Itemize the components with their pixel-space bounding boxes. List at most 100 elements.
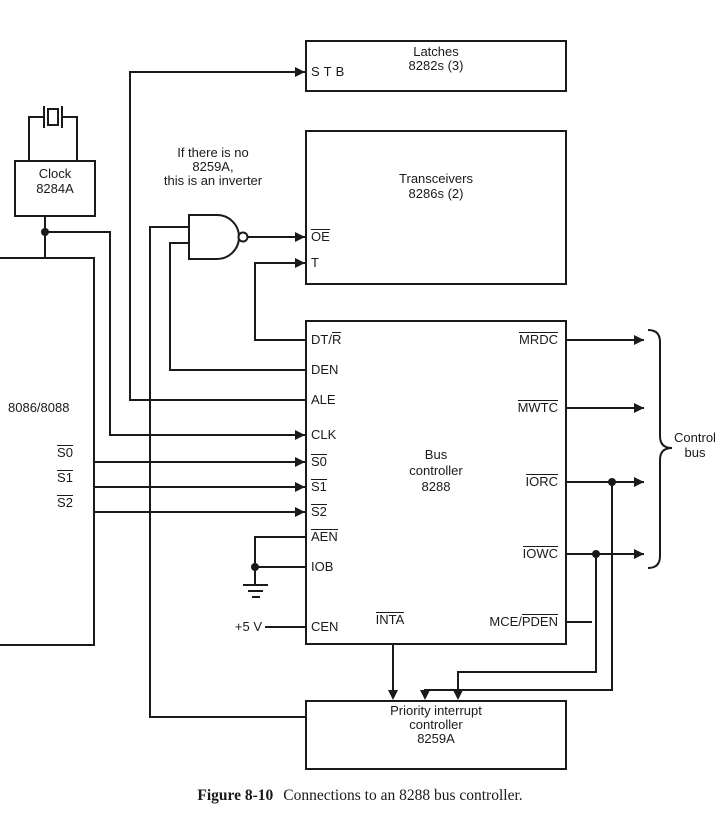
clock-title-line1: Clock <box>38 166 72 181</box>
wire-8259a-to-nand-v <box>149 226 151 718</box>
wire-ground-v <box>254 536 256 586</box>
cpu-pin-s0-over: S0 <box>57 445 73 460</box>
pin-dtr-over: R <box>331 332 342 347</box>
transceivers-title-line2: 8286s (2) <box>408 186 464 201</box>
crystal-wire-left-v <box>28 116 30 162</box>
pin-clk: CLK <box>311 427 337 442</box>
wire-clock-branch-h <box>44 231 110 233</box>
ground-icon-bar2 <box>248 590 263 592</box>
wire-clk-h <box>109 434 305 436</box>
junction-dot-clock <box>41 228 49 236</box>
arrow-into-t-icon <box>295 258 305 268</box>
wire-mce-pden-stub <box>567 621 592 623</box>
control-bus-line2: bus <box>684 445 706 460</box>
cpu-pin-s2: S2 <box>50 495 80 511</box>
wire-ale-stb-v <box>129 71 131 401</box>
wire-inta-v <box>392 645 394 692</box>
control-bus-line1: Control <box>674 430 716 445</box>
pin-s1: S1 <box>311 479 327 495</box>
wire-clock-to-cpu-v <box>44 216 46 259</box>
cpu-pin-s0: S0 <box>50 445 80 461</box>
crystal-plate-left <box>43 106 45 128</box>
arrow-into-s0-icon <box>295 457 305 467</box>
pin-pden-over: PDEN <box>521 614 558 629</box>
cpu-pin-s1-over: S1 <box>57 470 73 485</box>
arrow-iorc-down-icon <box>420 690 430 700</box>
pin-dtr: DT/R <box>311 332 342 348</box>
pin-mce-plain: MCE/ <box>489 614 522 629</box>
pin-s2: S2 <box>311 504 327 520</box>
junction-dot-iorc <box>608 478 616 486</box>
pin-oe: OE <box>311 229 330 245</box>
pin-iowc-over: IOWC <box>522 546 558 561</box>
pin-ale: ALE <box>311 392 336 407</box>
figure-number: Figure 8-10 <box>197 787 274 804</box>
junction-dot-iob <box>251 563 259 571</box>
pin-mrdc-over: MRDC <box>519 332 558 347</box>
pin-mce-pden: MCE/PDEN <box>440 614 558 630</box>
clock-box <box>14 160 96 217</box>
inverter-note-line3: this is an inverter <box>163 173 263 188</box>
wire-clk-v <box>109 231 111 436</box>
wire-aen <box>254 536 305 538</box>
wire-iorc <box>567 481 644 483</box>
wire-s1 <box>93 486 305 488</box>
wire-iowc-branch-v2 <box>457 671 459 692</box>
crystal-wire-left-h <box>28 116 43 118</box>
ground-icon-bar1 <box>243 584 268 586</box>
pin-dtr-plain: DT/ <box>311 332 332 347</box>
arrow-mwtc-icon <box>634 403 644 413</box>
pin-mrdc: MRDC <box>440 332 558 348</box>
arrow-iorc-icon <box>634 477 644 487</box>
wire-mrdc <box>567 339 644 341</box>
arrow-into-s1-icon <box>295 482 305 492</box>
clock-title: Clock 8284A <box>14 166 96 196</box>
wire-nand-output-oe <box>248 236 305 238</box>
pin-iorc: IORC <box>440 474 558 490</box>
pin-iorc-over: IORC <box>525 474 558 489</box>
arrow-mrdc-icon <box>634 335 644 345</box>
pin-s1-over: S1 <box>311 479 327 494</box>
pin-s2-over: S2 <box>311 504 327 519</box>
pin-cen: CEN <box>311 619 339 634</box>
pin-den: DEN <box>311 362 339 377</box>
pic-title-line2: controller <box>409 717 463 732</box>
cpu-label: 8086/8088 <box>8 400 70 415</box>
interrupt-controller-title: Priority interrupt controller 8259A <box>305 704 567 746</box>
ground-icon-bar3 <box>252 596 260 598</box>
transceivers-box <box>305 130 567 285</box>
plus-five-volts-label: +5 V <box>234 619 262 634</box>
clock-title-line2: 8284A <box>36 181 74 196</box>
latches-title-line1: Latches <box>413 44 459 59</box>
wire-iorc-branch-v <box>611 481 613 691</box>
inverter-note-line1: If there is no <box>177 145 249 160</box>
pin-oe-over: OE <box>311 229 330 244</box>
pin-inta: INTA <box>358 612 422 628</box>
wire-8259a-to-nand-h <box>149 716 307 718</box>
pin-stb: STB <box>311 64 349 79</box>
pin-aen-over: AEN <box>311 529 338 544</box>
latches-title: Latches 8282s (3) <box>305 45 567 73</box>
arrow-into-oe-icon <box>295 232 305 242</box>
nand-gate-icon <box>188 214 249 260</box>
wire-den-v <box>169 242 171 371</box>
pin-iowc: IOWC <box>440 546 558 562</box>
bus-controller-title-line3: 8288 <box>421 479 451 494</box>
arrow-iowc-icon <box>634 549 644 559</box>
wire-iorc-branch-h <box>424 689 613 691</box>
pin-mwtc-over: MWTC <box>517 400 558 415</box>
wire-nand-input1 <box>149 226 189 228</box>
crystal-body <box>47 108 59 126</box>
transceivers-title: Transceivers 8286s (2) <box>305 171 567 201</box>
wire-iowc-branch-v <box>595 553 597 673</box>
bus-controller-title: Bus controller 8288 <box>305 447 567 495</box>
pic-title-line3: 8259A <box>417 731 455 746</box>
transceivers-title-line1: Transceivers <box>399 171 473 186</box>
wire-mwtc <box>567 407 644 409</box>
wire-cen <box>265 626 305 628</box>
pin-mwtc: MWTC <box>440 400 558 416</box>
wire-t-h <box>254 262 305 264</box>
pin-inta-over: INTA <box>375 612 405 627</box>
wire-ale-h <box>129 399 305 401</box>
